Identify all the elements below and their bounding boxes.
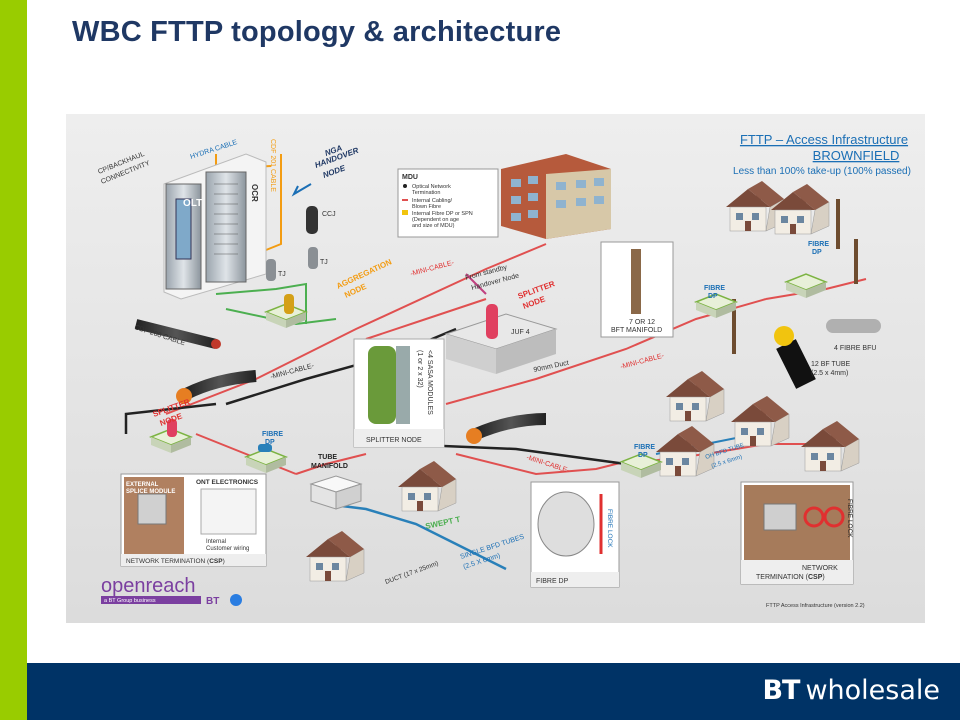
bt-globe-icon xyxy=(230,594,242,606)
left-splitter-node xyxy=(150,419,192,454)
splitter-chamber xyxy=(444,304,558,374)
fibre-dp-2b-label: DP xyxy=(812,249,822,256)
customer-wiring-label: Customer wiring xyxy=(206,546,249,552)
diagram-heading-line1: FTTP – Access Infrastructure xyxy=(740,132,908,147)
openreach-wordmark: openreach xyxy=(101,575,196,597)
tj1-label: TJ xyxy=(278,271,286,278)
brand-bt-text: BT xyxy=(762,675,800,706)
fibre-dp-left xyxy=(245,444,287,474)
left-accent-bar xyxy=(0,0,27,720)
network-termination-left xyxy=(120,473,267,567)
mdu-building xyxy=(501,154,611,239)
manifold-7-12-label: 7 OR 12 xyxy=(629,319,655,326)
fibre-dp-3b-label: DP xyxy=(708,293,718,300)
ocr-rack xyxy=(205,171,247,283)
network-term-2-label: NETWORK xyxy=(802,565,838,572)
openreach-logo: openreach a BT Group business BT xyxy=(101,575,242,607)
fibre-dp-box xyxy=(530,481,620,588)
four-fibre-bfu-label: 4 FIBRE BFU xyxy=(834,345,876,352)
tube-manifold xyxy=(309,475,363,510)
internal-label: Internal xyxy=(206,539,226,545)
mdu-legend-item1b: Termination xyxy=(412,190,440,196)
fibre-lock-label: FIBRE LOCK xyxy=(606,509,613,548)
slide-title: WBC FTTP topology & architecture xyxy=(72,16,562,48)
mdu-legend-item3c: and size of MDU) xyxy=(412,223,455,229)
mdu-legend-item2b: Blown Fibre xyxy=(412,204,441,210)
cdf201-cable-label: CDF 201 CABLE xyxy=(269,139,276,192)
handover-arrow-icon xyxy=(291,183,312,197)
mdu-legend-item2: Internal Cabling/ xyxy=(412,198,453,204)
fibre-dp-4-label: FIBRE xyxy=(634,444,655,451)
mini-cable-left xyxy=(176,370,257,404)
network-termination-right xyxy=(740,481,854,585)
tube-manifold-label: TUBE xyxy=(318,454,337,461)
diagram-heading-line3: Less than 100% take-up (100% passed) xyxy=(733,166,911,177)
fibre-lock-2-label: FIBRE LOCK xyxy=(846,499,853,538)
mdu-legend-item3b: (Dependent on age xyxy=(412,217,459,223)
brand-wholesale-text: wholesale xyxy=(805,675,940,706)
cdf200-cable xyxy=(134,319,221,349)
fibre-dp-3-label: FIBRE xyxy=(704,285,725,292)
sasa-modules-label-2: (1 or 2 x 32) xyxy=(416,350,423,388)
tj2-label: TJ xyxy=(320,259,328,266)
bt-group-label: a BT Group business xyxy=(104,598,156,604)
termination-csp-label: TERMINATION (CSP) xyxy=(756,574,825,581)
mdu-legend-title: MDU xyxy=(402,174,418,181)
olt-rack-group xyxy=(163,153,267,300)
ocr-label: OCR xyxy=(250,184,259,202)
ont-electronics-label: ONT ELECTRONICS xyxy=(196,479,259,486)
olt-label: OLT xyxy=(183,198,202,209)
bft-manifold-label: BFT MANIFOLD xyxy=(611,327,662,334)
bf-tube-size-label: (2.5 x 4mm) xyxy=(811,370,848,377)
cable-network xyxy=(124,154,867,571)
version-note: FTTP Access Infrastructure (version 2.2) xyxy=(766,603,865,609)
network-termination-left-label: NETWORK TERMINATION (CSP) xyxy=(126,558,225,565)
mini-cable-centre xyxy=(466,413,547,444)
bft-manifold-box xyxy=(600,241,674,338)
aggregation-node xyxy=(265,294,307,329)
bt-logo-text: BT xyxy=(206,596,219,607)
fibre-dp-left-label: FIBRE xyxy=(262,431,283,438)
fibre-dp-box-label: FIBRE DP xyxy=(536,578,569,585)
splitter-node-box-label: SPLITTER NODE xyxy=(366,437,422,444)
juf4-label: JUF 4 xyxy=(511,329,530,336)
splitter-node-box xyxy=(353,338,445,448)
mdu-legend xyxy=(397,168,499,238)
external-splice-label: EXTERNAL xyxy=(126,482,159,488)
external-splice-label-b: SPLICE MODULE xyxy=(126,489,175,495)
mdu-legend-item1: Optical Network xyxy=(412,184,451,190)
bf-tube-bundle xyxy=(774,319,881,389)
tj-joint-1 xyxy=(266,259,276,281)
fibre-dp-2-label: FIBRE xyxy=(808,241,829,248)
tube-manifold-label-b: MANIFOLD xyxy=(311,463,348,470)
ccj-label: CCJ xyxy=(322,211,336,218)
ccj-joint xyxy=(306,206,318,234)
mdu-legend-item3: Internal Fibre DP or SPN xyxy=(412,211,473,217)
fttp-architecture-diagram: FTTP – Access Infrastructure BROWNFIELD … xyxy=(66,114,925,623)
fibre-dp-left-label-b: DP xyxy=(265,439,275,446)
fibre-dp-4b-label: DP xyxy=(638,452,648,459)
diagram-heading-line2: BROWNFIELD xyxy=(813,148,900,163)
sasa-modules-label: <4 SASA MODULES xyxy=(426,350,433,415)
footer-bar xyxy=(27,663,960,720)
tj-joint-2 xyxy=(308,247,318,269)
bf-tube-label: 12 BF TUBE xyxy=(811,361,850,368)
